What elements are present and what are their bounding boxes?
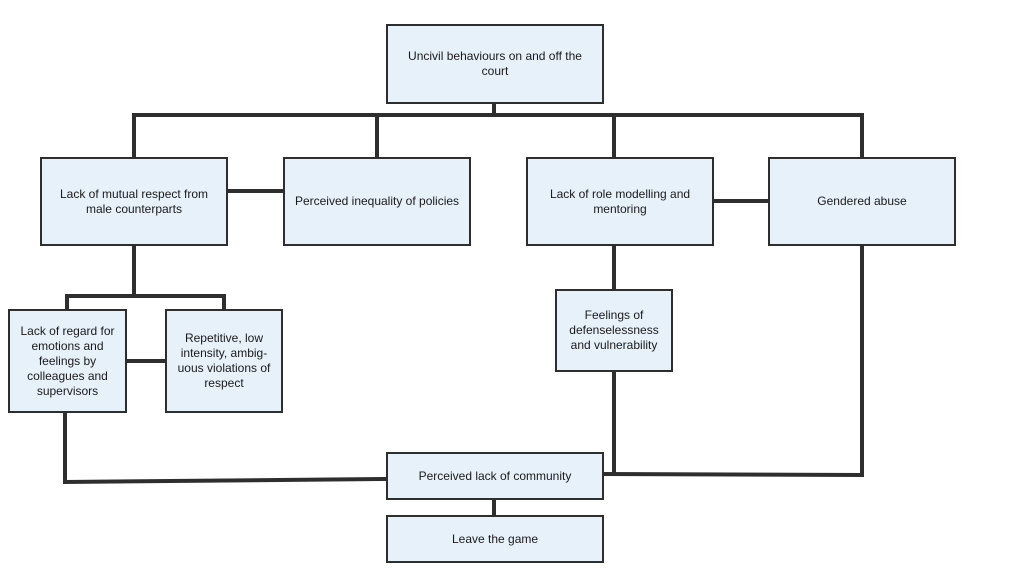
node-perceived-inequality-label: Perceived inequality of policies <box>294 194 460 208</box>
connector-gendered-abuse-to-community <box>601 244 864 478</box>
node-defenselessness: Feelings of defenselessness and vulnerab… <box>555 289 673 372</box>
node-uncivil-behaviours: Uncivil behaviours on and off the court <box>386 24 604 104</box>
node-perceived-lack-of-community: Perceived lack of community <box>386 452 604 500</box>
node-leave-the-game: Leave the game <box>386 515 604 563</box>
node-perceived-lack-of-community-label: Perceived lack of community <box>418 468 572 483</box>
node-lack-of-role-modelling: Lack of role modelling and mentoring <box>526 157 714 246</box>
node-lack-of-regard-label: Lack of regard for emotions and feelings… <box>20 323 115 398</box>
node-leave-the-game-label: Leave the game <box>451 531 539 546</box>
connector-regard-to-community <box>63 411 389 485</box>
node-repetitive-violations: Repetitive, low intensity, ambig-uous vi… <box>165 309 283 413</box>
node-repetitive-violations-label: Repetitive, low intensity, ambig-uous vi… <box>177 331 271 390</box>
node-lack-of-mutual-respect: Lack of mutual respect from male counter… <box>40 157 228 246</box>
node-defenselessness-label: Feelings of defenselessness and vulnerab… <box>569 308 659 352</box>
node-lack-of-role-modelling-label: Lack of role modelling and mentoring <box>549 186 691 216</box>
node-lack-of-mutual-respect-label: Lack of mutual respect from male counter… <box>59 186 209 216</box>
node-gendered-abuse-label: Gendered abuse <box>817 194 907 208</box>
node-perceived-inequality: Perceived inequality of policies <box>283 157 471 246</box>
node-lack-of-regard: Lack of regard for emotions and feelings… <box>8 309 127 413</box>
node-uncivil-behaviours-label: Uncivil behaviours on and off the court <box>408 49 582 78</box>
node-gendered-abuse: Gendered abuse <box>768 157 956 246</box>
